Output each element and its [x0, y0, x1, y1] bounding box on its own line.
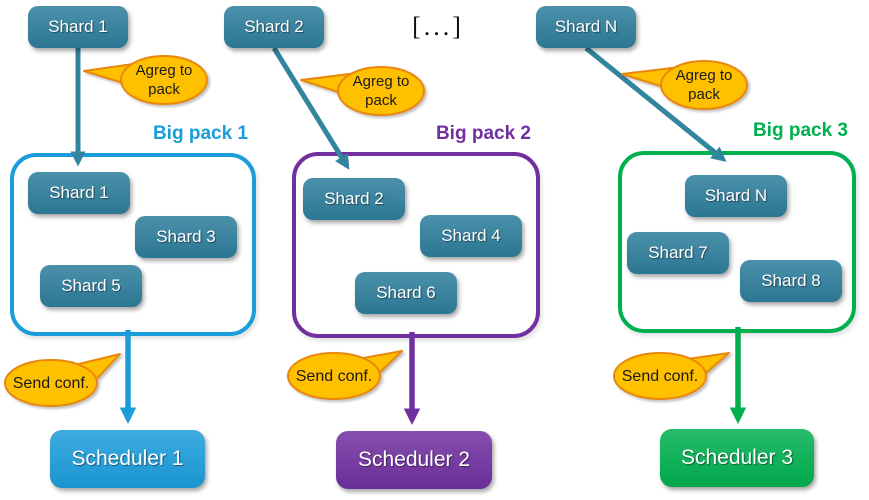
pack-2-container: [292, 152, 540, 338]
send-callout-3-shape: [613, 352, 730, 400]
ellipsis-text: [...]: [412, 12, 464, 41]
scheduler-3-box: Scheduler 3: [660, 429, 814, 487]
scheduler-1-label: Scheduler 1: [71, 447, 184, 470]
send-callout-3-text: Send conf.: [621, 368, 699, 385]
agreg-callout-3-line1: Agreg to: [675, 67, 733, 84]
pack-2-shard-2-label: Shard 2: [324, 189, 384, 208]
send-callout-2-text: Send conf.: [295, 368, 373, 385]
scheduler-3-label: Scheduler 3: [680, 446, 794, 469]
pack-1-shard-1-label: Shard 1: [49, 183, 109, 202]
shard-top-2-label: Shard 2: [244, 17, 304, 36]
agreg-callout-1-line2: pack: [148, 80, 180, 98]
shard-top-n-label: Shard N: [554, 17, 618, 36]
pack-2-shard-box-6: Shard 6: [355, 272, 457, 314]
agreg-callout-3-line2: pack: [688, 85, 720, 103]
pack-1-shard-3-label: Shard 3: [156, 227, 216, 246]
pack-2-title: Big pack 2: [435, 123, 531, 144]
shard-box-top-1: Shard 1: [28, 6, 128, 48]
pack-3-shard-n-label: Shard N: [704, 186, 768, 205]
pack-1-title: Big pack 1: [152, 123, 248, 144]
agreg-callout-2-shape: [300, 66, 425, 116]
pack-1-shard-5-label: Shard 5: [61, 276, 121, 295]
scheduler-2-box: Scheduler 2: [336, 431, 492, 489]
pack-1-shard-box-5: Shard 5: [40, 265, 142, 307]
agreg-callout-1-shape: [83, 55, 208, 105]
pack-2-shard-4-label: Shard 4: [441, 226, 501, 245]
pack-2-shard-box-2: Shard 2: [303, 178, 405, 220]
pack-3-shard-box-8: Shard 8: [740, 260, 842, 302]
pack-3-shard-8-label: Shard 8: [761, 271, 821, 290]
pack-3-title: Big pack 3: [752, 120, 848, 141]
agreg-callout-2-line2: pack: [365, 91, 397, 109]
send-callout-2-shape: [287, 350, 403, 400]
shard-box-top-2: Shard 2: [224, 6, 324, 48]
pack-1-shard-box-1: Shard 1: [28, 172, 130, 214]
agreg-callout-1-line1: Agreg to: [135, 62, 193, 79]
pack-3-shard-box-7: Shard 7: [627, 232, 729, 274]
agreg-callout-2-line1: Agreg to: [352, 73, 410, 90]
agreg-callout-3-shape: [621, 60, 748, 110]
pack-2-shard-box-4: Shard 4: [420, 215, 522, 257]
shard-box-top-n: Shard N: [536, 6, 636, 48]
pack-1-shard-box-3: Shard 3: [135, 216, 237, 258]
agreg-callout-3-text: Agreg to pack: [659, 67, 749, 105]
send-callout-1-shape: [4, 353, 121, 407]
agreg-callout-2-text: Agreg to pack: [336, 73, 426, 111]
pack-1-container: [10, 153, 256, 336]
pack-3-shard-7-label: Shard 7: [648, 243, 708, 262]
scheduler-1-box: Scheduler 1: [50, 430, 205, 488]
shard-top-1-label: Shard 1: [48, 17, 108, 36]
arrow-shardN-to-pack3: [584, 46, 727, 162]
arrow-shard2-to-pack2: [271, 46, 350, 170]
send-callout-1-text: Send conf.: [12, 375, 90, 392]
agreg-callout-1-text: Agreg to pack: [119, 62, 209, 100]
pack-2-shard-6-label: Shard 6: [376, 283, 436, 302]
scheduler-2-label: Scheduler 2: [357, 448, 471, 471]
pack-3-shard-box-n: Shard N: [685, 175, 787, 217]
